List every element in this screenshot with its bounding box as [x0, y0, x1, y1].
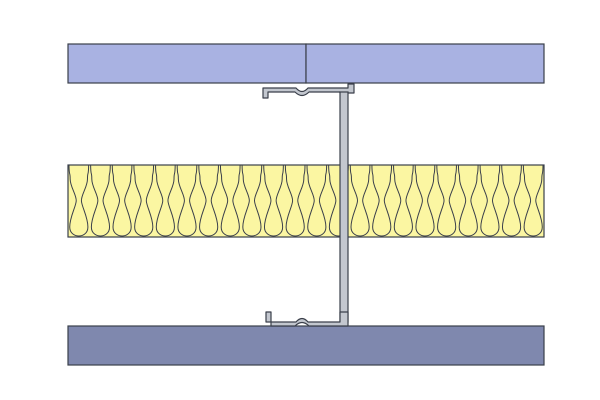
top-board-right	[305, 43, 545, 84]
top-board-left	[67, 43, 307, 84]
insulation-lobe	[306, 164, 328, 237]
top-board-layer	[67, 43, 545, 84]
insulation-lobe	[133, 164, 155, 237]
insulation-band	[67, 164, 545, 238]
insulation-lobe	[284, 164, 306, 237]
insulation-lobe	[176, 164, 198, 237]
insulation-lobe	[501, 164, 522, 237]
stud-bottom-flange	[265, 311, 349, 327]
insulation-layer	[67, 164, 545, 238]
insulation-lobe	[241, 164, 263, 237]
insulation-lobe	[436, 164, 457, 237]
bottom-board	[67, 325, 545, 366]
stud-web	[339, 91, 349, 323]
insulation-lobe	[263, 164, 284, 237]
stud-top-flange	[262, 83, 355, 99]
insulation-lobe	[349, 164, 371, 237]
insulation-lobe	[414, 164, 436, 237]
insulation-lobe	[198, 164, 219, 237]
insulation-lobe	[68, 164, 90, 237]
insulation-lobe	[90, 164, 111, 237]
insulation-lobe	[393, 164, 414, 237]
insulation-lobe	[371, 164, 393, 237]
insulation-lobe	[479, 164, 501, 237]
insulation-lobe	[457, 164, 479, 237]
insulation-lobe	[219, 164, 241, 237]
steel-stud	[262, 83, 355, 327]
insulation-lobe	[155, 164, 176, 237]
insulation-lobe	[522, 164, 544, 237]
insulation-lobe	[111, 164, 133, 237]
